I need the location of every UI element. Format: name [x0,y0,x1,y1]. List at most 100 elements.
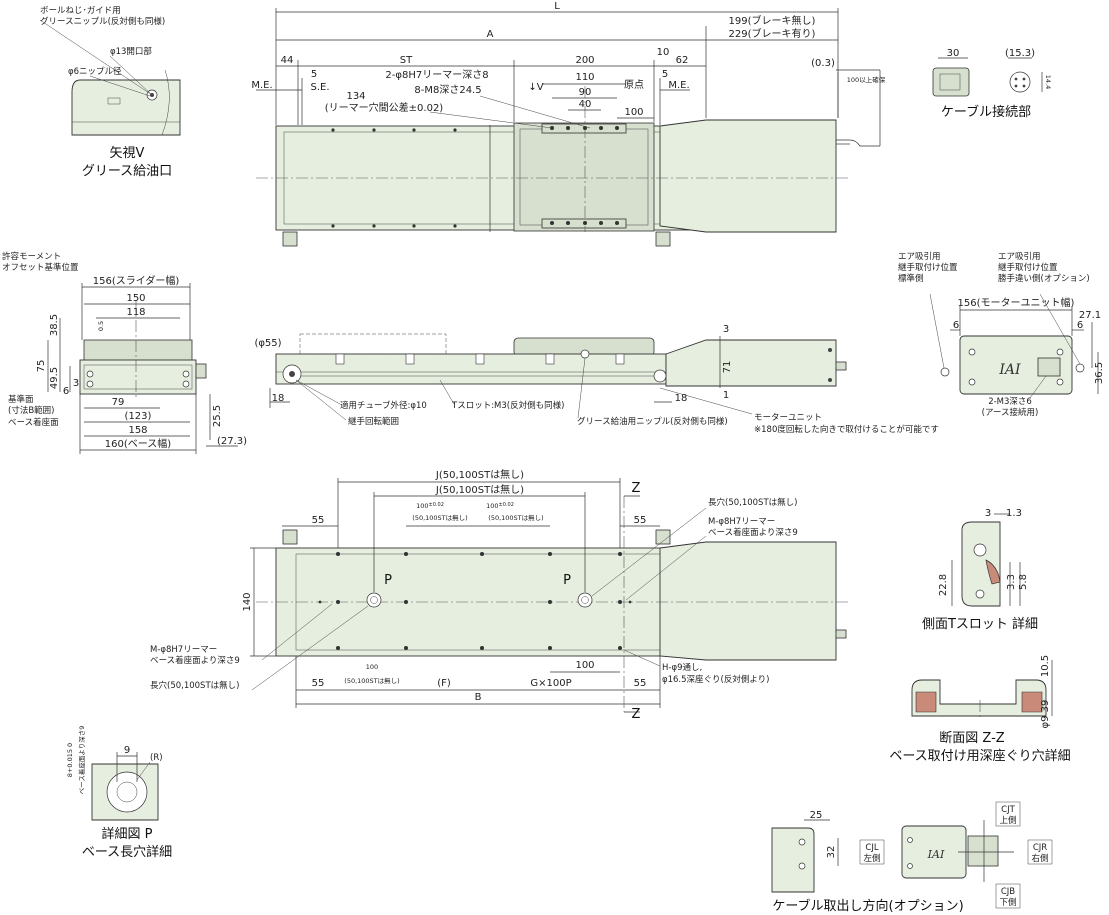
label-motor-unit: モーターユニット [754,413,822,423]
dim-6a-motor: 6 [953,320,959,331]
dim-3-tslot: 3 [985,508,991,519]
dim-5b: 5 [662,69,668,80]
label-reamer-right-1: M-φ8H7リーマー [708,517,775,527]
dim-10: 10 [657,47,670,58]
dim-14-4: 14.4 [1044,75,1052,89]
dim-158: 158 [128,425,147,436]
label-se: S.E. [310,82,329,93]
dim-123: (123) [125,411,152,422]
dim-0-5: 0.5 [97,321,105,331]
label-cable-gap: 100以上確保 [847,75,886,84]
label-cjr-side: 右側 [1031,853,1048,864]
dim-100-tol-a: 100±0.02 [416,502,444,510]
label-cjl-side: 左側 [863,853,880,864]
label-m3-line-2: (アース接続用) [982,407,1039,418]
label-slot-left: 長穴(50,100STは無し) [150,680,239,691]
dim-71: 71 [722,361,733,374]
dim-79: 79 [112,397,125,408]
moment-line-1: 許容モーメント [2,251,61,262]
dim-brake-with: 229(ブレーキ有り) [729,27,816,40]
base-side [275,353,667,385]
label-m3-line-1: 2-M3深さ6 [988,397,1032,407]
dim-1-3: 1.3 [1006,508,1022,519]
dim-62: 62 [676,55,689,66]
label-cjr: CJR [1033,843,1047,853]
dim-150: 150 [126,293,145,304]
label-z-top: Z [632,481,641,496]
label-cjb-side: 下側 [999,897,1016,908]
tol-a: ±0.02 [429,502,444,508]
dim-100-tol-b: 100±0.02 [486,502,514,510]
dim-brake-none: 199(ブレーキ無し) [729,14,816,27]
label-depth-9: ベース着座面より深さ9 [77,726,86,795]
label-cjb: CJB [1001,887,1015,897]
bottom-view: J(50,100STは無し) J(50,100STは無し) Z Z 55 55 … [150,468,850,722]
dim-49-5: 49.5 [49,367,60,389]
label-p-right: P [563,573,571,588]
label-reamer-left-1: M-φ8H7リーマー [150,645,217,655]
dim-L: L [554,1,560,12]
dim-A: A [487,29,494,40]
dim-110: 110 [575,72,594,83]
dim-39: 39 [1040,700,1051,713]
cable-connector: 30 (15.3) 14.4 ケーブル接続部 [932,48,1052,120]
dim-100-pitch: 100 [575,660,594,671]
label-view-v: ↓V [528,82,543,93]
end-view: 許容モーメント オフセット基準位置 156(スライダー幅) 150 118 38… [2,251,247,454]
label-p-left: P [384,573,392,588]
dim-3-side: 3 [723,324,729,335]
tol-b: ±0.02 [499,502,514,508]
dim-18a: 18 [272,393,285,404]
iai-logo-small: IAI [927,848,945,861]
air-opt-line-3: 勝手違い側(オプション) [998,273,1090,284]
dim-1: 1 [723,390,729,401]
dim-27-1: 27.1 [1079,310,1101,321]
dim-phi-55: (φ55) [254,338,281,349]
dim-32: 32 [826,846,837,859]
caption-cable-dir: ケーブル取出し方向(オプション) [772,898,963,914]
caption-slot-detail: ベース長穴詳細 [82,844,172,860]
caption-view-v: 矢視V [110,146,145,161]
dim-B: B [475,692,482,703]
dim-9-detail: 9 [124,745,130,756]
air-opt-line-1: エア吸引用 [998,252,1041,262]
dim-22-8: 22.8 [938,574,949,596]
label-me-left: M.E. [251,80,272,91]
iai-logo: IAI [998,362,1021,378]
grease-line-2: グリースニップル(反対側も同様) [40,16,165,27]
caption-grease-port: グリース給油口 [82,164,172,179]
dim-3: 3 [73,378,79,389]
label-joint-range: 継手回転範囲 [348,416,399,427]
dim-40: 40 [579,99,592,110]
dim-55c: 55 [312,678,325,689]
dim-5-8: 5.8 [1018,574,1029,590]
side-view: (φ55) 18 18 3 71 1 適用チューブ外径:φ10 Tスロット:M3… [254,324,938,435]
dim-200: 200 [575,55,594,66]
label-m8: 8-M8深さ24.5 [414,84,481,96]
dim-0-3: (0.3) [811,58,835,69]
dim-3-3: 3.3 [1006,574,1017,590]
label-grease-nipple: グリース給油用ニップル(反対側も同様) [577,416,728,427]
label-hole-2: φ16.5深座ぐり(反対側より) [662,674,770,685]
dim-100: 100 [624,107,643,118]
air-std-line-3: 標準側 [898,273,924,284]
dim-st: ST [400,55,413,66]
label-reamer-tol: (リーマー穴間公差±0.02) [325,101,444,114]
label-hole-1: H-φ9通し, [662,662,702,673]
label-z-bottom: Z [632,707,641,722]
label-motor-note: ※180度回転した向きで取付けることが可能です [754,424,939,435]
label-cjl: CJL [865,843,878,853]
val-100b: 100 [486,502,498,510]
label-no50-a: (50,100STは無し) [412,513,467,522]
label-origin: 原点 [624,79,644,91]
dim-GxP: G×100P [530,678,571,689]
dim-30: 30 [947,48,960,59]
label-no50-b: (50,100STは無し) [488,513,543,522]
caption-detail-p: 詳細図 P [102,826,153,842]
dim-100-bottom: 100 [366,663,378,671]
moment-line-2: オフセット基準位置 [2,262,79,273]
label-cjt: CJT [1001,805,1015,815]
dim-18b: 18 [675,393,688,404]
dim-8-tol: 8+0.015 0 [66,743,74,777]
